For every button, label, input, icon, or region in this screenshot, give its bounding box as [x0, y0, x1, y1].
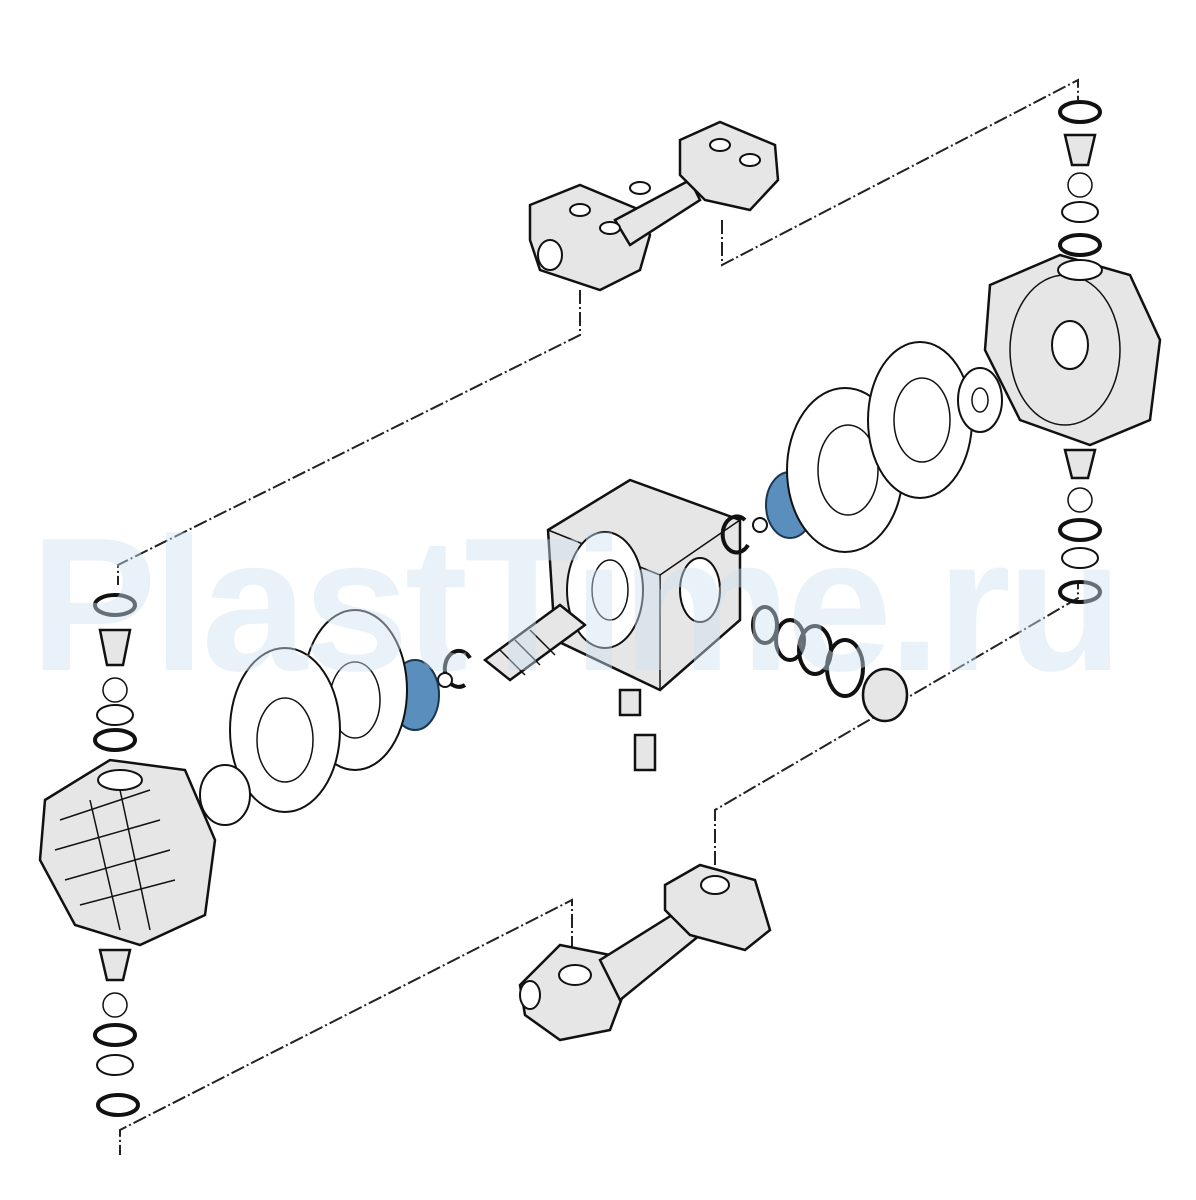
- shaft: [482, 603, 588, 682]
- bottom-manifold: [518, 863, 772, 1042]
- right-valve-column: [1058, 100, 1102, 604]
- right-diaphragm-stack: [720, 341, 1003, 555]
- valve-spool: [618, 605, 909, 772]
- top-manifold: [528, 120, 780, 292]
- left-diaphragm-stack: [199, 609, 472, 826]
- center-air-block: [546, 478, 742, 692]
- left-fluid-chamber: [38, 758, 217, 947]
- right-fluid-chamber: [983, 253, 1162, 447]
- left-valve-column: [93, 593, 140, 1117]
